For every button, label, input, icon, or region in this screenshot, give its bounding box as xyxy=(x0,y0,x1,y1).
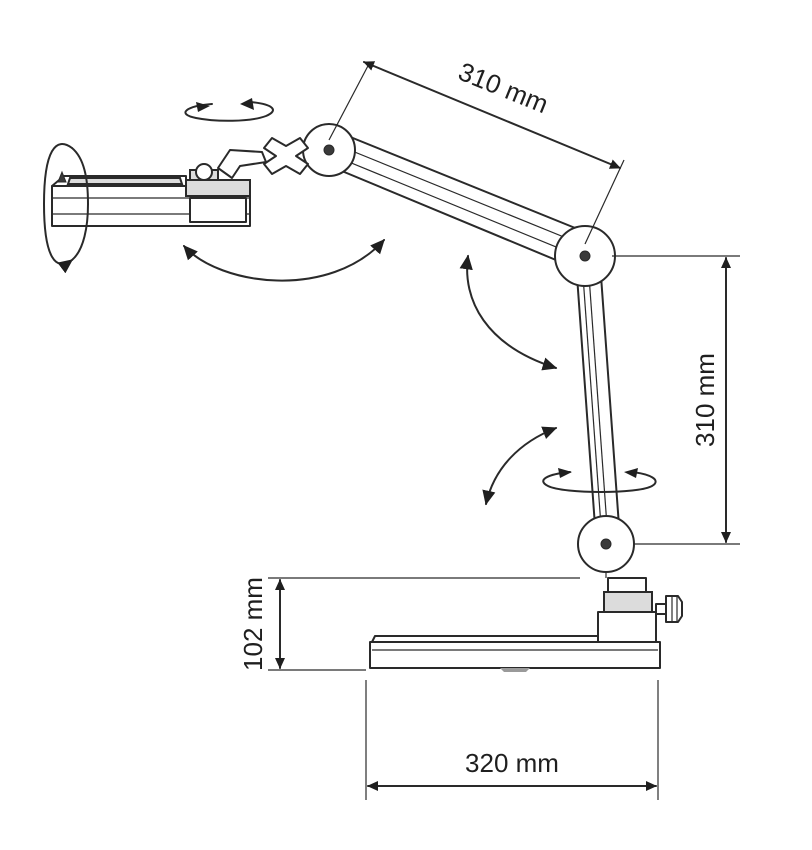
head-joint xyxy=(302,123,356,177)
lower-arm-dimension: 310 mm xyxy=(612,255,740,545)
head-connector xyxy=(189,137,309,181)
upper-arm xyxy=(324,129,591,271)
bottom-joint xyxy=(577,515,635,578)
tilt-arrow-icon xyxy=(183,239,385,282)
tilt-arrow-icon xyxy=(459,254,558,371)
lower-arm-dimension-label: 310 mm xyxy=(690,353,720,447)
lamp-head xyxy=(51,170,251,227)
upper-arm-dimension-label: 310 mm xyxy=(454,56,552,119)
elbow-joint xyxy=(554,225,616,287)
base-width-dimension: 320 mm xyxy=(365,680,659,800)
base-width-dimension-label: 320 mm xyxy=(465,748,559,778)
base-knob xyxy=(655,595,683,623)
rotation-arrow-icon xyxy=(43,143,89,274)
swivel-arrow-icon xyxy=(542,468,657,493)
lower-arm xyxy=(575,261,621,541)
base-height-dimension-label: 102 mm xyxy=(238,577,268,671)
swivel-arrow-icon xyxy=(184,98,274,122)
base-height-dimension: 102 mm xyxy=(238,577,580,671)
tilt-arrow-icon xyxy=(482,426,558,506)
lamp-base xyxy=(369,577,683,672)
